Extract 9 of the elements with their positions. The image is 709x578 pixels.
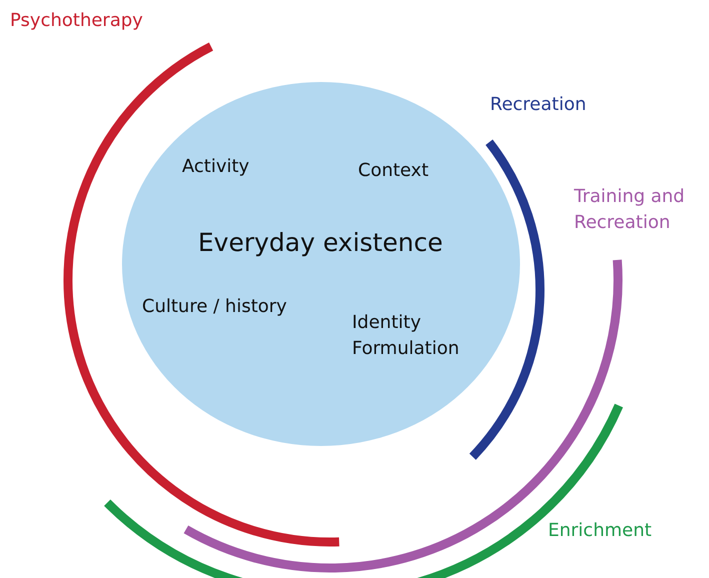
circle-label: Identity Formulation [352,311,460,361]
arc-label: Recreation [490,93,588,117]
circle-label: Context [358,159,430,183]
arc-label: Psychotherapy [10,9,144,33]
circle-label: Activity [182,155,250,179]
arc-label: Training and Recreation [574,185,686,235]
main-label: Everyday existence [198,227,444,259]
arc-label: Enrichment [548,519,653,543]
circle-label: Culture / history [142,295,288,319]
